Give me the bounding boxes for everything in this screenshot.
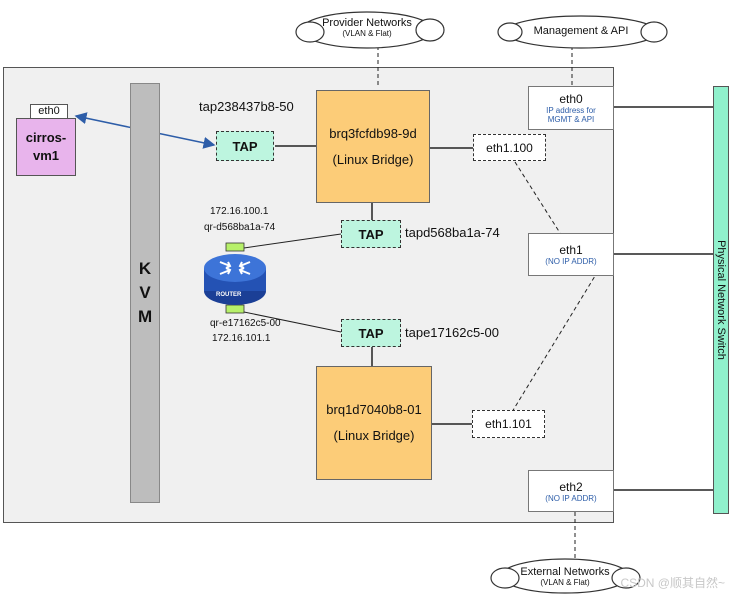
eth1-101-subinterface: eth1.101 [472, 410, 545, 438]
vm-name: cirros-vm1 [25, 130, 67, 163]
bridge-provider: brq3fcfdb98-9d (Linux Bridge) [316, 90, 430, 203]
management-cloud [497, 15, 668, 49]
bridge-second-name: brq1d7040b8-01 [326, 402, 422, 417]
provider-cloud-subtitle: (VLAN & Flat) [342, 29, 392, 38]
tap-bottom-name: tape17162c5-00 [405, 325, 499, 340]
management-cloud-title: Management & API [533, 25, 629, 37]
management-cloud-text: Management & API [511, 25, 651, 37]
router-icon [204, 242, 266, 314]
cirros-vm-box: cirros-vm1 [16, 118, 76, 176]
eth1-101-eth1-dashed [511, 275, 596, 413]
bridge-provider-type: (Linux Bridge) [332, 151, 414, 167]
nic-eth0-name: eth0 [559, 92, 583, 106]
physical-switch-bar [713, 86, 729, 514]
nic-eth0-desc: IP address for MGMT & API [546, 106, 596, 124]
external-cloud-subtitle: (VLAN & Flat) [540, 578, 590, 587]
nic-eth2: eth2 (NO IP ADDR) [528, 470, 614, 512]
vm-tap: TAP [216, 131, 274, 161]
kvm-label: KVM [138, 259, 153, 326]
external-cloud-title: External Networks [520, 566, 610, 578]
router-label: ROUTER [216, 292, 242, 298]
nic-eth2-desc: (NO IP ADDR) [545, 493, 597, 503]
nic-eth1-name: eth1 [559, 243, 583, 257]
eth1-100-subinterface: eth1.100 [473, 134, 546, 161]
tap-top-router-link [243, 233, 342, 249]
bridge-second: brq1d7040b8-01 (Linux Bridge) [316, 366, 432, 480]
router-tap-bottom: TAP [341, 319, 401, 347]
provider-cloud [295, 11, 445, 49]
provider-cloud-title: Provider Networks [322, 17, 412, 29]
csdn-watermark: CSDN @顺其自然~ [620, 576, 725, 590]
vm-eth0-port: eth0 [30, 104, 68, 119]
router-tap-top: TAP [341, 220, 401, 248]
nic-eth1-desc: (NO IP ADDR) [545, 257, 597, 266]
external-cloud-text: External Networks (VLAN & Flat) [505, 566, 625, 587]
tap-top-name: tapd568ba1a-74 [405, 225, 500, 240]
bridge-second-type: (Linux Bridge) [333, 428, 415, 443]
router-top-ip: 172.16.100.1 [210, 206, 269, 217]
physical-switch-label: Physical Network Switch [715, 240, 727, 360]
router-bottom-ip: 172.16.101.1 [212, 333, 271, 344]
external-cloud [490, 558, 641, 594]
eth1-100-eth1-dashed [514, 161, 561, 234]
router-bottom-port: qr-e17162c5-00 [210, 318, 281, 329]
router-top-port: qr-d568ba1a-74 [204, 222, 276, 233]
nic-eth0: eth0 IP address for MGMT & API [528, 86, 614, 130]
nic-eth2-name: eth2 [559, 479, 583, 494]
vm-tap-device-name: tap238437b8-50 [199, 99, 294, 114]
bridge-provider-name: brq3fcfdb98-9d [329, 125, 417, 141]
kvm-hypervisor-bar: KVM [130, 83, 160, 503]
nic-eth1: eth1 (NO IP ADDR) [528, 233, 614, 276]
provider-cloud-text: Provider Networks (VLAN & Flat) [307, 17, 427, 38]
router-tap-bottom-link [243, 311, 342, 333]
